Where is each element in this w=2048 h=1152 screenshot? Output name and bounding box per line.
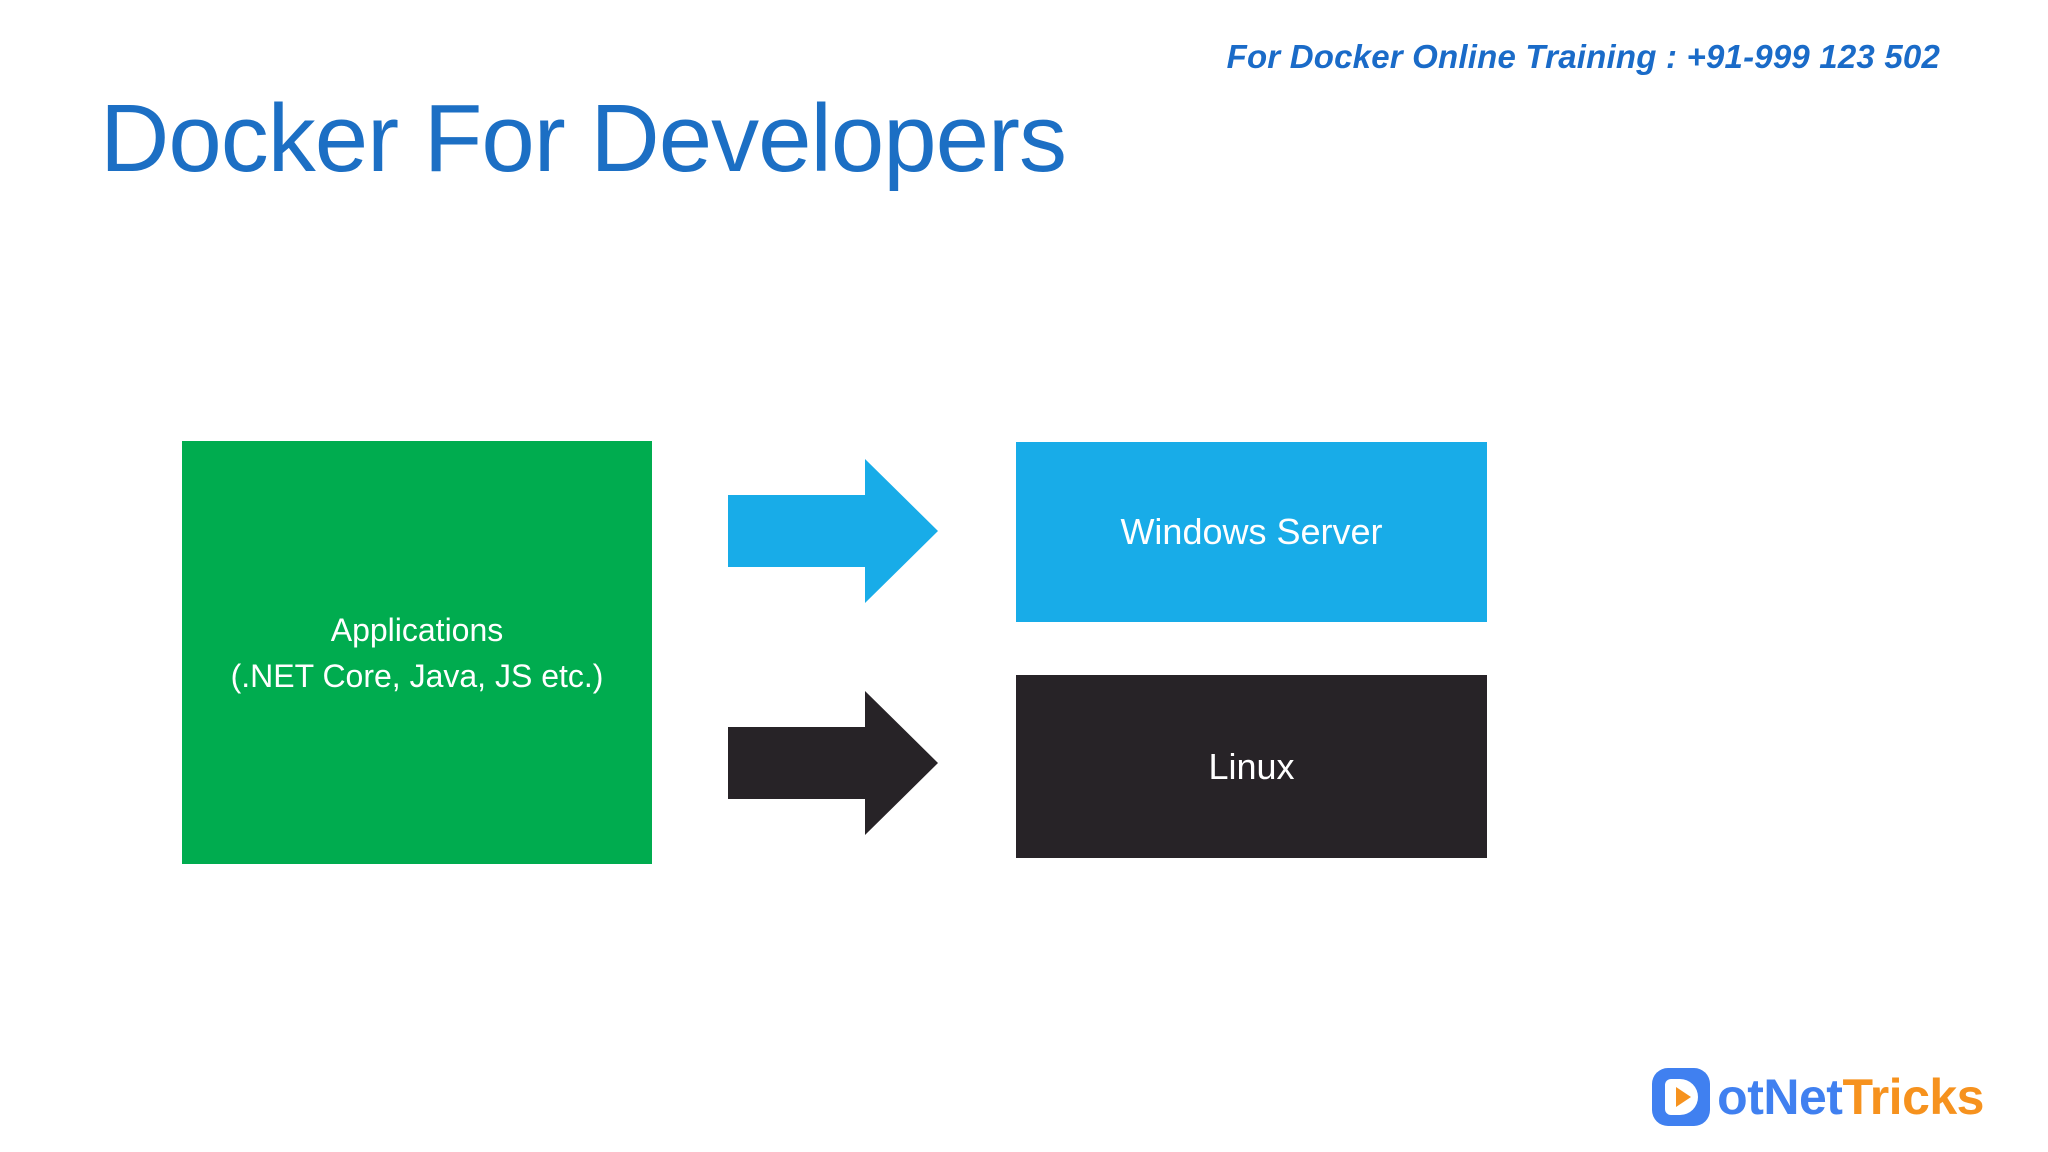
arrow-to-linux-icon (728, 691, 938, 835)
windows-server-box: Windows Server (1016, 442, 1487, 622)
dotnettricks-play-icon (1652, 1068, 1711, 1126)
windows-server-label: Windows Server (1120, 511, 1383, 552)
logo-text-otnet: otNet (1717, 1069, 1843, 1125)
applications-box-line1: Applications (330, 611, 504, 648)
linux-label: Linux (1208, 745, 1295, 787)
logo-text-tricks: Tricks (1842, 1069, 1984, 1125)
training-contact-note: For Docker Online Training : +91-999 123… (1226, 38, 1940, 75)
applications-box: Applications (.NET Core, Java, JS etc.) (182, 441, 652, 864)
applications-box-line2: (.NET Core, Java, JS etc.) (230, 657, 604, 694)
play-icon (1664, 1079, 1698, 1115)
linux-box: Linux (1016, 675, 1487, 858)
dotnettricks-logo-text: otNetTricks (1717, 1068, 1984, 1126)
dotnettricks-logo: otNetTricks (1652, 1068, 1984, 1126)
page-title: Docker For Developers (100, 85, 1067, 192)
arrow-to-windows-icon (728, 459, 938, 603)
